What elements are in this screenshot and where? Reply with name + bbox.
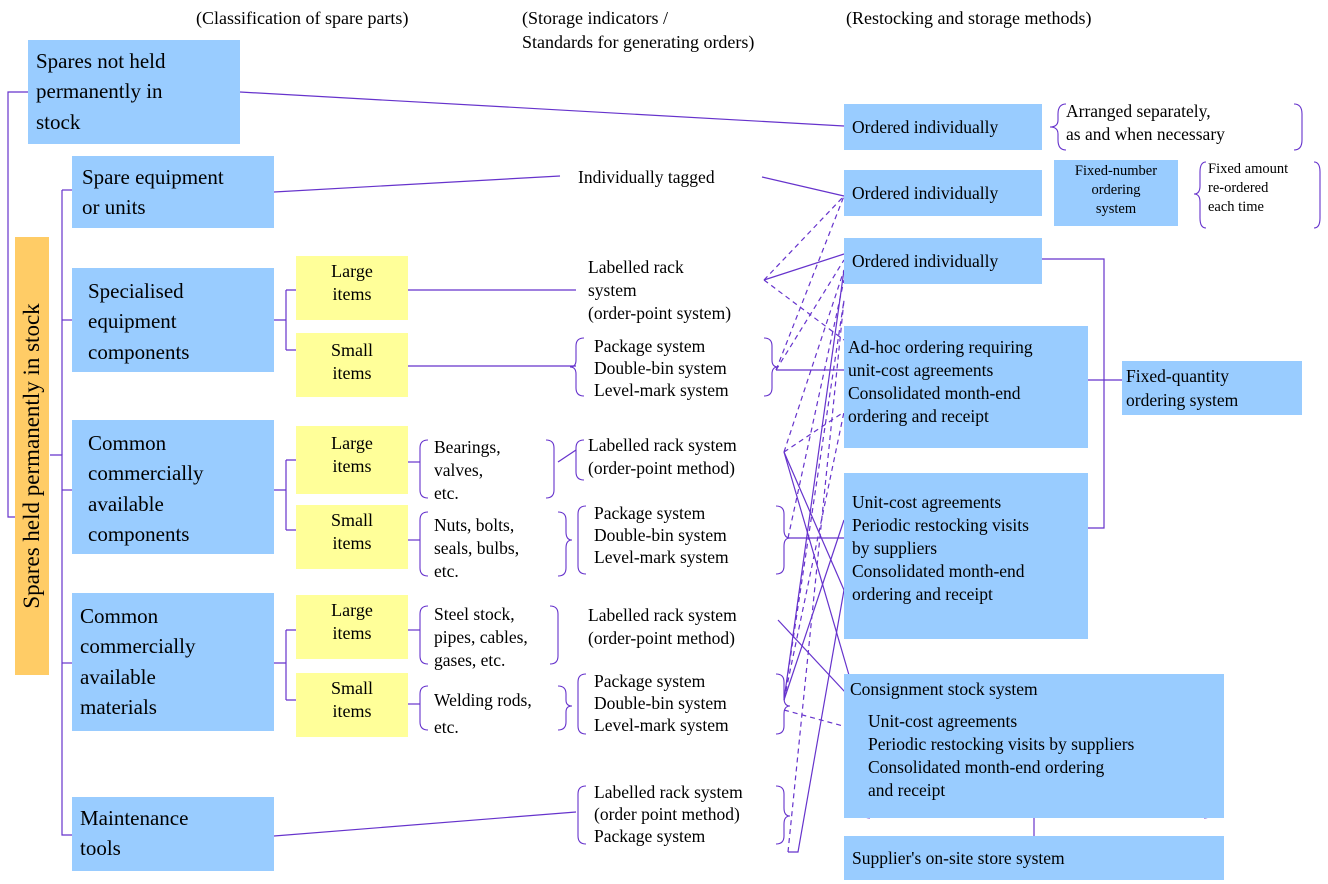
text-arranged-separately: Arranged separately, as and when necessa…: [1066, 101, 1225, 145]
box-fixed-number: Fixed-number ordering system: [1054, 160, 1178, 226]
header-storage: (Storage indicators / Standards for gene…: [522, 8, 755, 53]
storage-package-materials: Package system Double-bin system Level-m…: [594, 671, 729, 735]
examples-bearings: Bearings, valves, etc.: [434, 437, 501, 504]
box-large-items-specialised: Large items: [296, 256, 408, 320]
box-maintenance-tools: Maintenance tools: [72, 797, 274, 871]
storage-tools: Labelled rack system (order point method…: [594, 782, 743, 846]
examples-welding: Welding rods, etc.: [434, 690, 532, 738]
spares-held-label: Spares held permanently in stock: [19, 303, 44, 609]
header-restocking: (Restocking and storage methods): [846, 8, 1092, 28]
box-ordered-individually-1: Ordered individually: [844, 104, 1042, 150]
box-spares-not-held: Spares not held permanently in stock: [28, 40, 240, 144]
box-fixed-quantity: Fixed-quantity ordering system: [1122, 361, 1302, 415]
box-large-items-materials: Large items: [296, 595, 408, 659]
box-spare-equipment: Spare equipment or units: [72, 156, 274, 228]
box-small-items-materials: Small items: [296, 673, 408, 737]
box-ordered-individually-3: Ordered individually: [844, 238, 1042, 284]
box-consignment: Consignment stock system Unit-cost agree…: [844, 674, 1224, 818]
box-spares-held: Spares held permanently in stock: [15, 237, 49, 675]
box-adhoc-ordering: Ad-hoc ordering requiring unit-cost agre…: [844, 326, 1088, 448]
box-large-items-components: Large items: [296, 426, 408, 494]
box-common-components: Common commercially available components: [72, 420, 274, 554]
box-small-items-specialised: Small items: [296, 333, 408, 397]
storage-package-specialised: Package system Double-bin system Level-m…: [594, 336, 729, 400]
storage-individually-tagged: Individually tagged: [578, 167, 715, 187]
box-common-materials: Common commercially available materials: [72, 593, 274, 731]
box-unit-cost: Unit-cost agreements Periodic restocking…: [844, 473, 1088, 639]
box-supplier-store: Supplier's on-site store system: [844, 836, 1224, 880]
box-small-items-components: Small items: [296, 505, 408, 569]
examples-steel: Steel stock, pipes, cables, gases, etc.: [434, 604, 528, 671]
text-fixed-amount: Fixed amount re-ordered each time: [1208, 161, 1289, 215]
storage-rack-materials: Labelled rack system (order-point method…: [588, 605, 737, 649]
examples-nuts: Nuts, bolts, seals, bulbs, etc.: [434, 515, 520, 582]
storage-rack-order-point-system: Labelled rack system (order-point system…: [588, 257, 732, 324]
consignment-title: Consignment stock system: [850, 679, 1038, 699]
box-specialised: Specialised equipment components: [72, 268, 274, 372]
header-classification: (Classification of spare parts): [196, 8, 409, 28]
box-ordered-individually-2: Ordered individually: [844, 170, 1042, 216]
storage-rack-components: Labelled rack system (order-point method…: [588, 435, 737, 479]
storage-package-components: Package system Double-bin system Level-m…: [594, 503, 729, 567]
consignment-items: Unit-cost agreements Periodic restocking…: [868, 711, 1135, 801]
